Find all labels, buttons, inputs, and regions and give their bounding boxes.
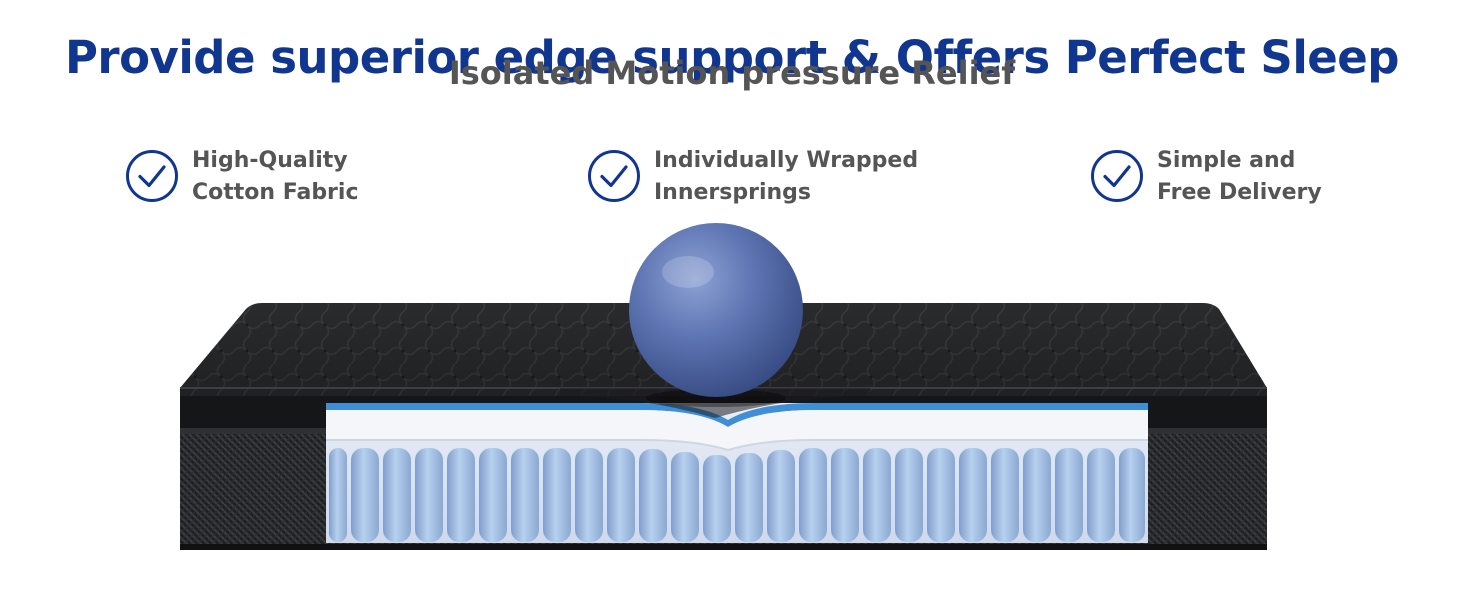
page-subtitle: Isolated Motion pressure Relief	[448, 54, 1016, 92]
pocket-spring	[1023, 448, 1051, 542]
pocket-spring	[351, 448, 379, 542]
weight-ball	[629, 223, 803, 407]
feature-label-line-1: Simple and	[1157, 148, 1296, 173]
pocket-spring	[703, 455, 731, 542]
pocket-spring	[895, 448, 923, 542]
feature-label-line-1: High-Quality	[192, 148, 348, 173]
feature-label-line-2: Cotton Fabric	[192, 180, 359, 205]
pocket-spring	[1087, 448, 1115, 542]
feature-label-line-1: Individually Wrapped	[654, 148, 919, 173]
pocket-spring	[927, 448, 955, 542]
pocket-spring	[575, 448, 603, 542]
pocket-spring	[1055, 448, 1083, 542]
pocket-spring	[415, 448, 443, 542]
pocket-spring	[863, 448, 891, 542]
check-circle-icon	[126, 150, 178, 202]
pocket-spring	[607, 448, 635, 542]
pocket-springs	[329, 448, 1145, 542]
page-title: Provide superior edge support & Offers P…	[64, 31, 1400, 85]
pocket-spring	[767, 450, 795, 542]
pocket-spring	[479, 448, 507, 542]
feature-label: High-Quality Cotton Fabric	[192, 145, 359, 209]
pocket-spring	[831, 448, 859, 542]
pocket-spring	[671, 452, 699, 542]
pocket-spring	[447, 448, 475, 542]
pocket-spring	[383, 448, 411, 542]
pocket-spring	[735, 453, 763, 542]
pocket-spring	[329, 448, 347, 542]
feature-label: Individually Wrapped Innersprings	[654, 145, 918, 209]
pocket-spring	[959, 448, 987, 542]
feature-label-line-2: Free Delivery	[1157, 180, 1322, 205]
feature-label-line-2: Innersprings	[654, 180, 812, 205]
pocket-spring	[991, 448, 1019, 542]
check-circle-icon	[588, 150, 640, 202]
pocket-spring	[1119, 448, 1145, 542]
mattress-cutaway	[326, 403, 1148, 543]
feature-label: Simple and Free Delivery	[1157, 145, 1322, 209]
pocket-spring	[511, 448, 539, 542]
check-circle-icon	[1091, 150, 1143, 202]
pocket-spring	[799, 448, 827, 542]
mattress-illustration	[180, 223, 1267, 550]
pocket-spring	[543, 448, 571, 542]
pocket-spring	[639, 449, 667, 542]
